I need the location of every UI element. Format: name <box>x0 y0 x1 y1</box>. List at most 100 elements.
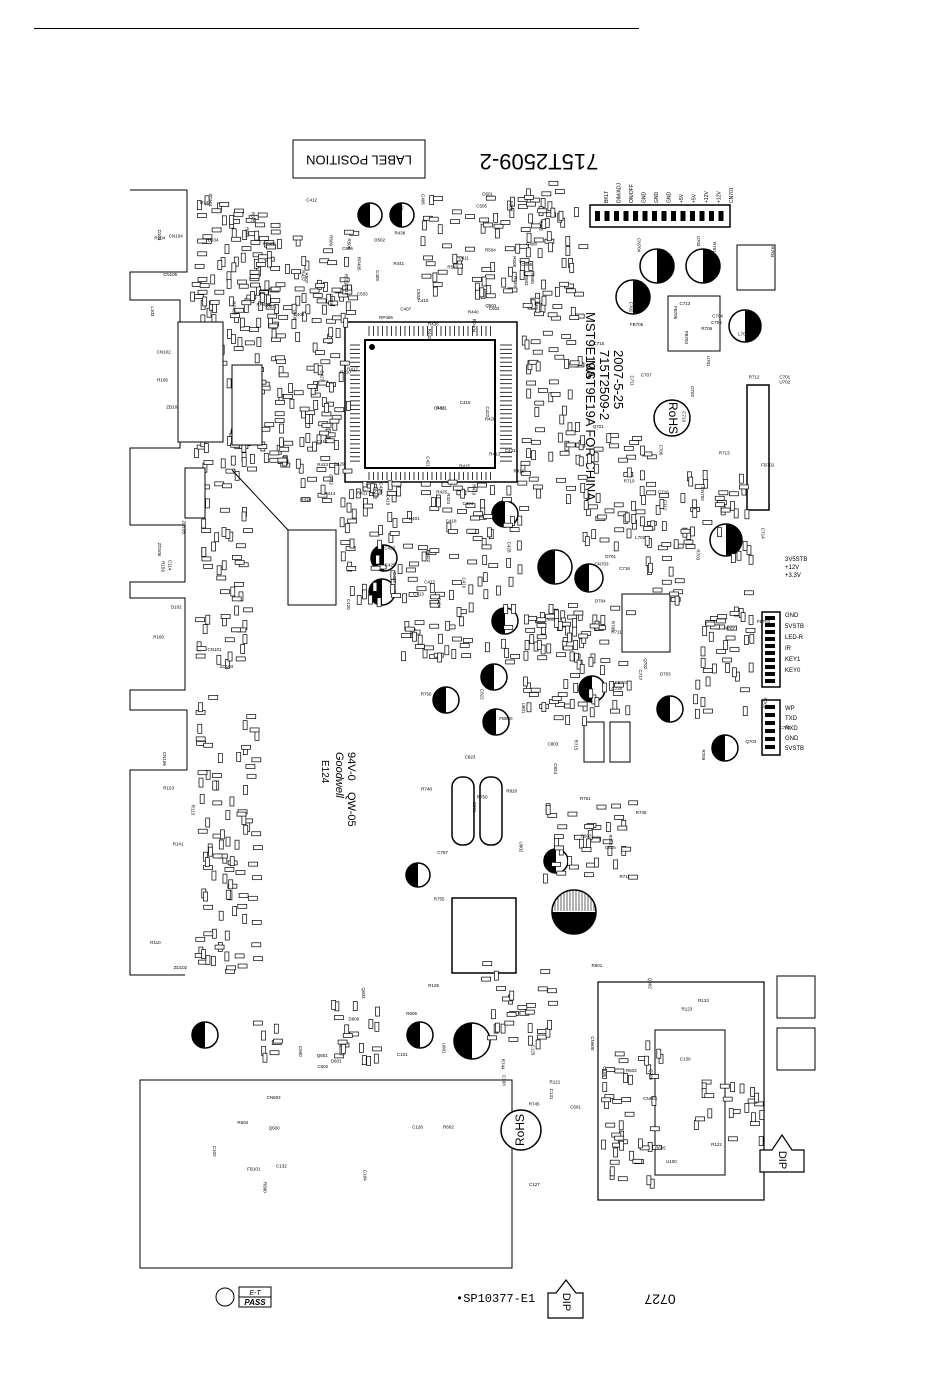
smd-part <box>705 621 716 627</box>
smd-part <box>596 804 607 810</box>
smd-part <box>214 532 220 543</box>
smd-part <box>559 414 565 425</box>
smd-part <box>269 450 280 456</box>
smd-part <box>548 604 554 614</box>
smd-part <box>548 451 554 462</box>
refdes-label: C824 <box>553 763 558 774</box>
smd-part <box>574 834 584 840</box>
smd-part <box>244 340 255 346</box>
refdes-label: R418 <box>300 497 311 502</box>
smd-part <box>194 448 199 458</box>
smd-part <box>503 288 513 294</box>
refdes-label: C600 <box>298 1046 303 1057</box>
smd-part <box>685 544 696 549</box>
refdes-label: R755 <box>434 897 445 902</box>
smd-part <box>577 474 588 480</box>
smd-part <box>533 484 543 490</box>
smd-part <box>366 1056 371 1066</box>
refdes-label: C428 <box>506 542 511 553</box>
smd-part <box>643 526 654 531</box>
smd-part <box>477 482 487 488</box>
smd-part <box>466 528 477 534</box>
smd-part <box>567 422 573 433</box>
smd-part <box>567 856 573 866</box>
dip-label-right: DIP <box>776 1151 788 1169</box>
capacitor <box>389 202 415 228</box>
smd-part <box>218 839 224 850</box>
smd-part <box>569 315 580 320</box>
smd-part <box>483 222 493 228</box>
smd-part <box>523 676 528 687</box>
smd-part <box>435 591 445 597</box>
smd-part <box>557 824 568 830</box>
smd-part <box>501 277 507 288</box>
refdes-label: D104 <box>208 238 219 243</box>
smd-part <box>606 822 611 832</box>
smd-part <box>528 692 539 697</box>
header-pin <box>765 737 775 741</box>
refdes-label: RP401 <box>263 242 277 247</box>
smd-part <box>234 582 244 587</box>
smd-part <box>635 509 646 515</box>
refdes-label: R508 <box>512 256 517 267</box>
smd-part <box>243 607 253 613</box>
smd-part <box>641 495 646 505</box>
smd-part <box>568 603 578 608</box>
smd-part <box>249 727 260 733</box>
smd-part <box>618 457 628 463</box>
smd-part <box>212 303 217 313</box>
smd-part <box>277 387 283 398</box>
smd-part <box>645 1040 651 1051</box>
smd-part <box>249 274 260 279</box>
smd-part <box>335 328 341 338</box>
connector-pin <box>680 211 686 221</box>
smd-part <box>429 623 440 629</box>
smd-part <box>452 209 462 215</box>
refdes-label: U601 <box>442 1043 447 1054</box>
smd-part <box>337 1039 348 1045</box>
smd-part <box>718 490 729 496</box>
smd-part <box>275 282 286 288</box>
refdes-label: U100 <box>666 1159 677 1164</box>
smd-part <box>195 617 205 623</box>
smd-part <box>589 707 595 718</box>
smd-part <box>661 542 672 547</box>
smd-part <box>226 965 236 971</box>
smd-part <box>253 845 263 851</box>
power-label: 3V5STB <box>785 557 807 563</box>
refdes-label: C801 <box>472 802 477 813</box>
smd-part <box>554 354 565 360</box>
smd-part <box>504 648 509 658</box>
refdes-label: R705 <box>610 621 615 632</box>
smd-part <box>457 509 467 514</box>
smd-part <box>534 407 540 417</box>
smd-part <box>578 633 589 639</box>
refdes-label: C714 <box>761 528 766 539</box>
smd-part <box>346 401 351 411</box>
smd-part <box>197 289 208 295</box>
smd-part <box>584 872 594 878</box>
smd-part <box>334 1015 344 1020</box>
smd-part <box>225 889 231 900</box>
smd-part <box>750 1087 756 1097</box>
smd-part <box>565 246 571 256</box>
smd-part <box>569 360 580 366</box>
smd-part <box>235 870 246 875</box>
smd-part <box>716 618 726 624</box>
smd-part <box>414 644 425 649</box>
smd-part <box>487 527 492 538</box>
smd-part <box>291 303 297 314</box>
smd-part <box>438 633 443 644</box>
smd-part <box>269 457 280 463</box>
etpass-top: E-T <box>249 1290 261 1297</box>
smd-part <box>602 1069 607 1079</box>
smd-part <box>599 537 610 543</box>
smd-part <box>566 288 576 294</box>
refdes-label: ZD104 <box>166 405 180 410</box>
smd-part <box>540 969 551 974</box>
capacitor <box>432 686 460 714</box>
refdes-label: C706 <box>658 445 663 456</box>
etpass-bottom: PASS <box>244 1298 266 1307</box>
smd-part <box>295 295 301 306</box>
smd-part <box>452 253 458 264</box>
